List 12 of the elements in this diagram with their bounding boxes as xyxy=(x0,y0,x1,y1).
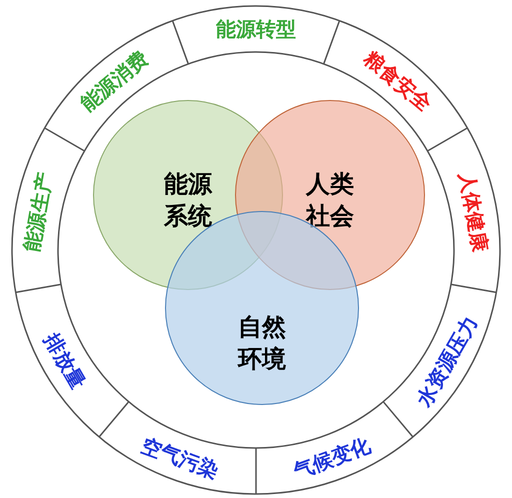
ring-segment-label: 能源生产 xyxy=(22,170,56,253)
ring-segment-label: 粮食安全 xyxy=(360,47,436,114)
ring-segment-label: 排放量 xyxy=(40,330,88,392)
ring-segment-label: 气候变化 xyxy=(290,434,373,481)
circle-label: 人类社会 xyxy=(304,168,355,232)
ring-segment-label: 水资源压力 xyxy=(414,312,482,409)
circle-label: 能源系统 xyxy=(162,168,214,232)
ring-segment-label: 能源转型 xyxy=(216,19,296,39)
circle-label: 自然环境 xyxy=(236,312,287,375)
ring-segment-label: 空气污染 xyxy=(139,434,222,481)
ring-segment-label: 能源消费 xyxy=(76,47,151,114)
ring-segment-label: 人体健康 xyxy=(456,170,490,253)
